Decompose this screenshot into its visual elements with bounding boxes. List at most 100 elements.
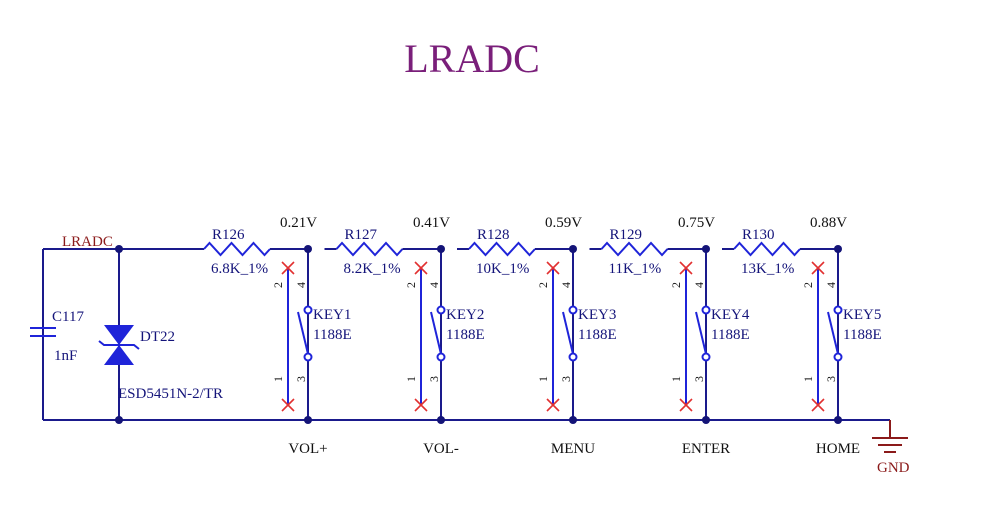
switch-pin-number: 2	[669, 282, 683, 288]
key-ref: KEY1	[313, 307, 351, 323]
switch-pin-number: 3	[692, 376, 706, 382]
node-voltage: 0.41V	[413, 215, 450, 231]
switch-contact	[436, 305, 446, 315]
switch-pin-number: 4	[559, 282, 573, 288]
switch-pin-number: 4	[427, 282, 441, 288]
resistor-ref: R126	[212, 227, 245, 243]
junction-dot	[437, 416, 445, 424]
key-part: 1188E	[711, 327, 750, 343]
resistor-ref: R128	[477, 227, 510, 243]
node-voltage: 0.59V	[545, 215, 582, 231]
tvs-part: ESD5451N-2/TR	[118, 386, 223, 402]
switch-contact	[701, 305, 711, 315]
no-connect-mark	[414, 261, 428, 275]
resistor-body	[468, 241, 536, 257]
key-ref: KEY2	[446, 307, 484, 323]
resistor-value: 8.2K_1%	[344, 261, 401, 277]
junction-dots-left	[115, 245, 123, 424]
switch-pin-number: 1	[536, 376, 550, 382]
capacitor-value: 1nF	[54, 348, 77, 364]
switch-pin-number: 2	[536, 282, 550, 288]
resistor-ladder: R126 6.8K_1% 0.21V 2 4 1 3 KEY1 1188E VOL+ R127 8.2…	[192, 215, 882, 457]
capacitor-c117: C117 1nF	[30, 249, 84, 364]
resistor-body	[733, 241, 801, 257]
no-connect-mark	[811, 261, 825, 275]
no-connect-mark	[414, 398, 428, 412]
no-connect-mark	[546, 398, 560, 412]
switch-contact	[568, 305, 578, 315]
switch-pin-number: 4	[692, 282, 706, 288]
button-name: VOL-	[423, 441, 459, 457]
ground-symbol: GND	[872, 420, 910, 476]
switch-pin-number: 4	[824, 282, 838, 288]
switch-contact	[568, 352, 578, 362]
key-part: 1188E	[446, 327, 485, 343]
resistor-value: 11K_1%	[609, 261, 662, 277]
switch-pin-number: 1	[801, 376, 815, 382]
switch-pin-number: 3	[559, 376, 573, 382]
capacitor-ref: C117	[52, 309, 84, 325]
schematic-title: LRADC	[404, 36, 540, 81]
switch-pin-number: 1	[271, 376, 285, 382]
switch-pin-number: 3	[294, 376, 308, 382]
junction-dot	[569, 245, 577, 253]
switch-lever	[562, 311, 574, 355]
junction-dot	[304, 245, 312, 253]
no-connect-mark	[679, 398, 693, 412]
key-part: 1188E	[843, 327, 882, 343]
junction-dot	[437, 245, 445, 253]
key-part: 1188E	[313, 327, 352, 343]
resistor-value: 10K_1%	[476, 261, 529, 277]
tvs-ref: DT22	[140, 329, 175, 345]
button-name: HOME	[816, 441, 860, 457]
switch-pin-number: 1	[669, 376, 683, 382]
no-connect-mark	[811, 398, 825, 412]
node-voltage: 0.21V	[280, 215, 317, 231]
junction-dot	[304, 416, 312, 424]
resistor-body	[600, 241, 669, 257]
switch-contact	[833, 305, 843, 315]
no-connect-mark	[546, 261, 560, 275]
resistor-ref: R127	[345, 227, 378, 243]
switch-lever	[297, 311, 309, 355]
node-voltage: 0.88V	[810, 215, 847, 231]
resistor-body	[335, 241, 404, 257]
key-ref: KEY5	[843, 307, 881, 323]
resistor-value: 13K_1%	[741, 261, 794, 277]
tvs-diode-dt22: DT22 ESD5451N-2/TR	[98, 325, 223, 402]
junction-dot	[702, 416, 710, 424]
junction-dot	[834, 245, 842, 253]
switch-lever	[430, 311, 442, 355]
node-voltage: 0.75V	[678, 215, 715, 231]
no-connect-mark	[281, 398, 295, 412]
key-part: 1188E	[578, 327, 617, 343]
switch-contact	[701, 352, 711, 362]
button-name: MENU	[551, 441, 595, 457]
ground-label: GND	[877, 460, 910, 476]
key-ref: KEY4	[711, 307, 750, 323]
key-ref: KEY3	[578, 307, 616, 323]
button-name: VOL+	[288, 441, 327, 457]
switch-pin-number: 3	[824, 376, 838, 382]
switch-contact	[833, 352, 843, 362]
resistor-ref: R129	[610, 227, 643, 243]
no-connect-mark	[679, 261, 693, 275]
junction-dot	[702, 245, 710, 253]
resistor-value: 6.8K_1%	[211, 261, 268, 277]
net-label-lradc: LRADC	[62, 234, 113, 250]
button-name: ENTER	[682, 441, 730, 457]
switch-contact	[303, 305, 313, 315]
switch-pin-number: 2	[801, 282, 815, 288]
resistor-ref: R130	[742, 227, 775, 243]
switch-lever	[827, 311, 839, 355]
switch-contact	[436, 352, 446, 362]
switch-pin-number: 3	[427, 376, 441, 382]
switch-lever	[695, 311, 707, 355]
switch-pin-number: 4	[294, 282, 308, 288]
junction-dot	[569, 416, 577, 424]
resistor-body	[203, 241, 271, 257]
no-connect-mark	[281, 261, 295, 275]
switch-pin-number: 1	[404, 376, 418, 382]
switch-pin-number: 2	[271, 282, 285, 288]
